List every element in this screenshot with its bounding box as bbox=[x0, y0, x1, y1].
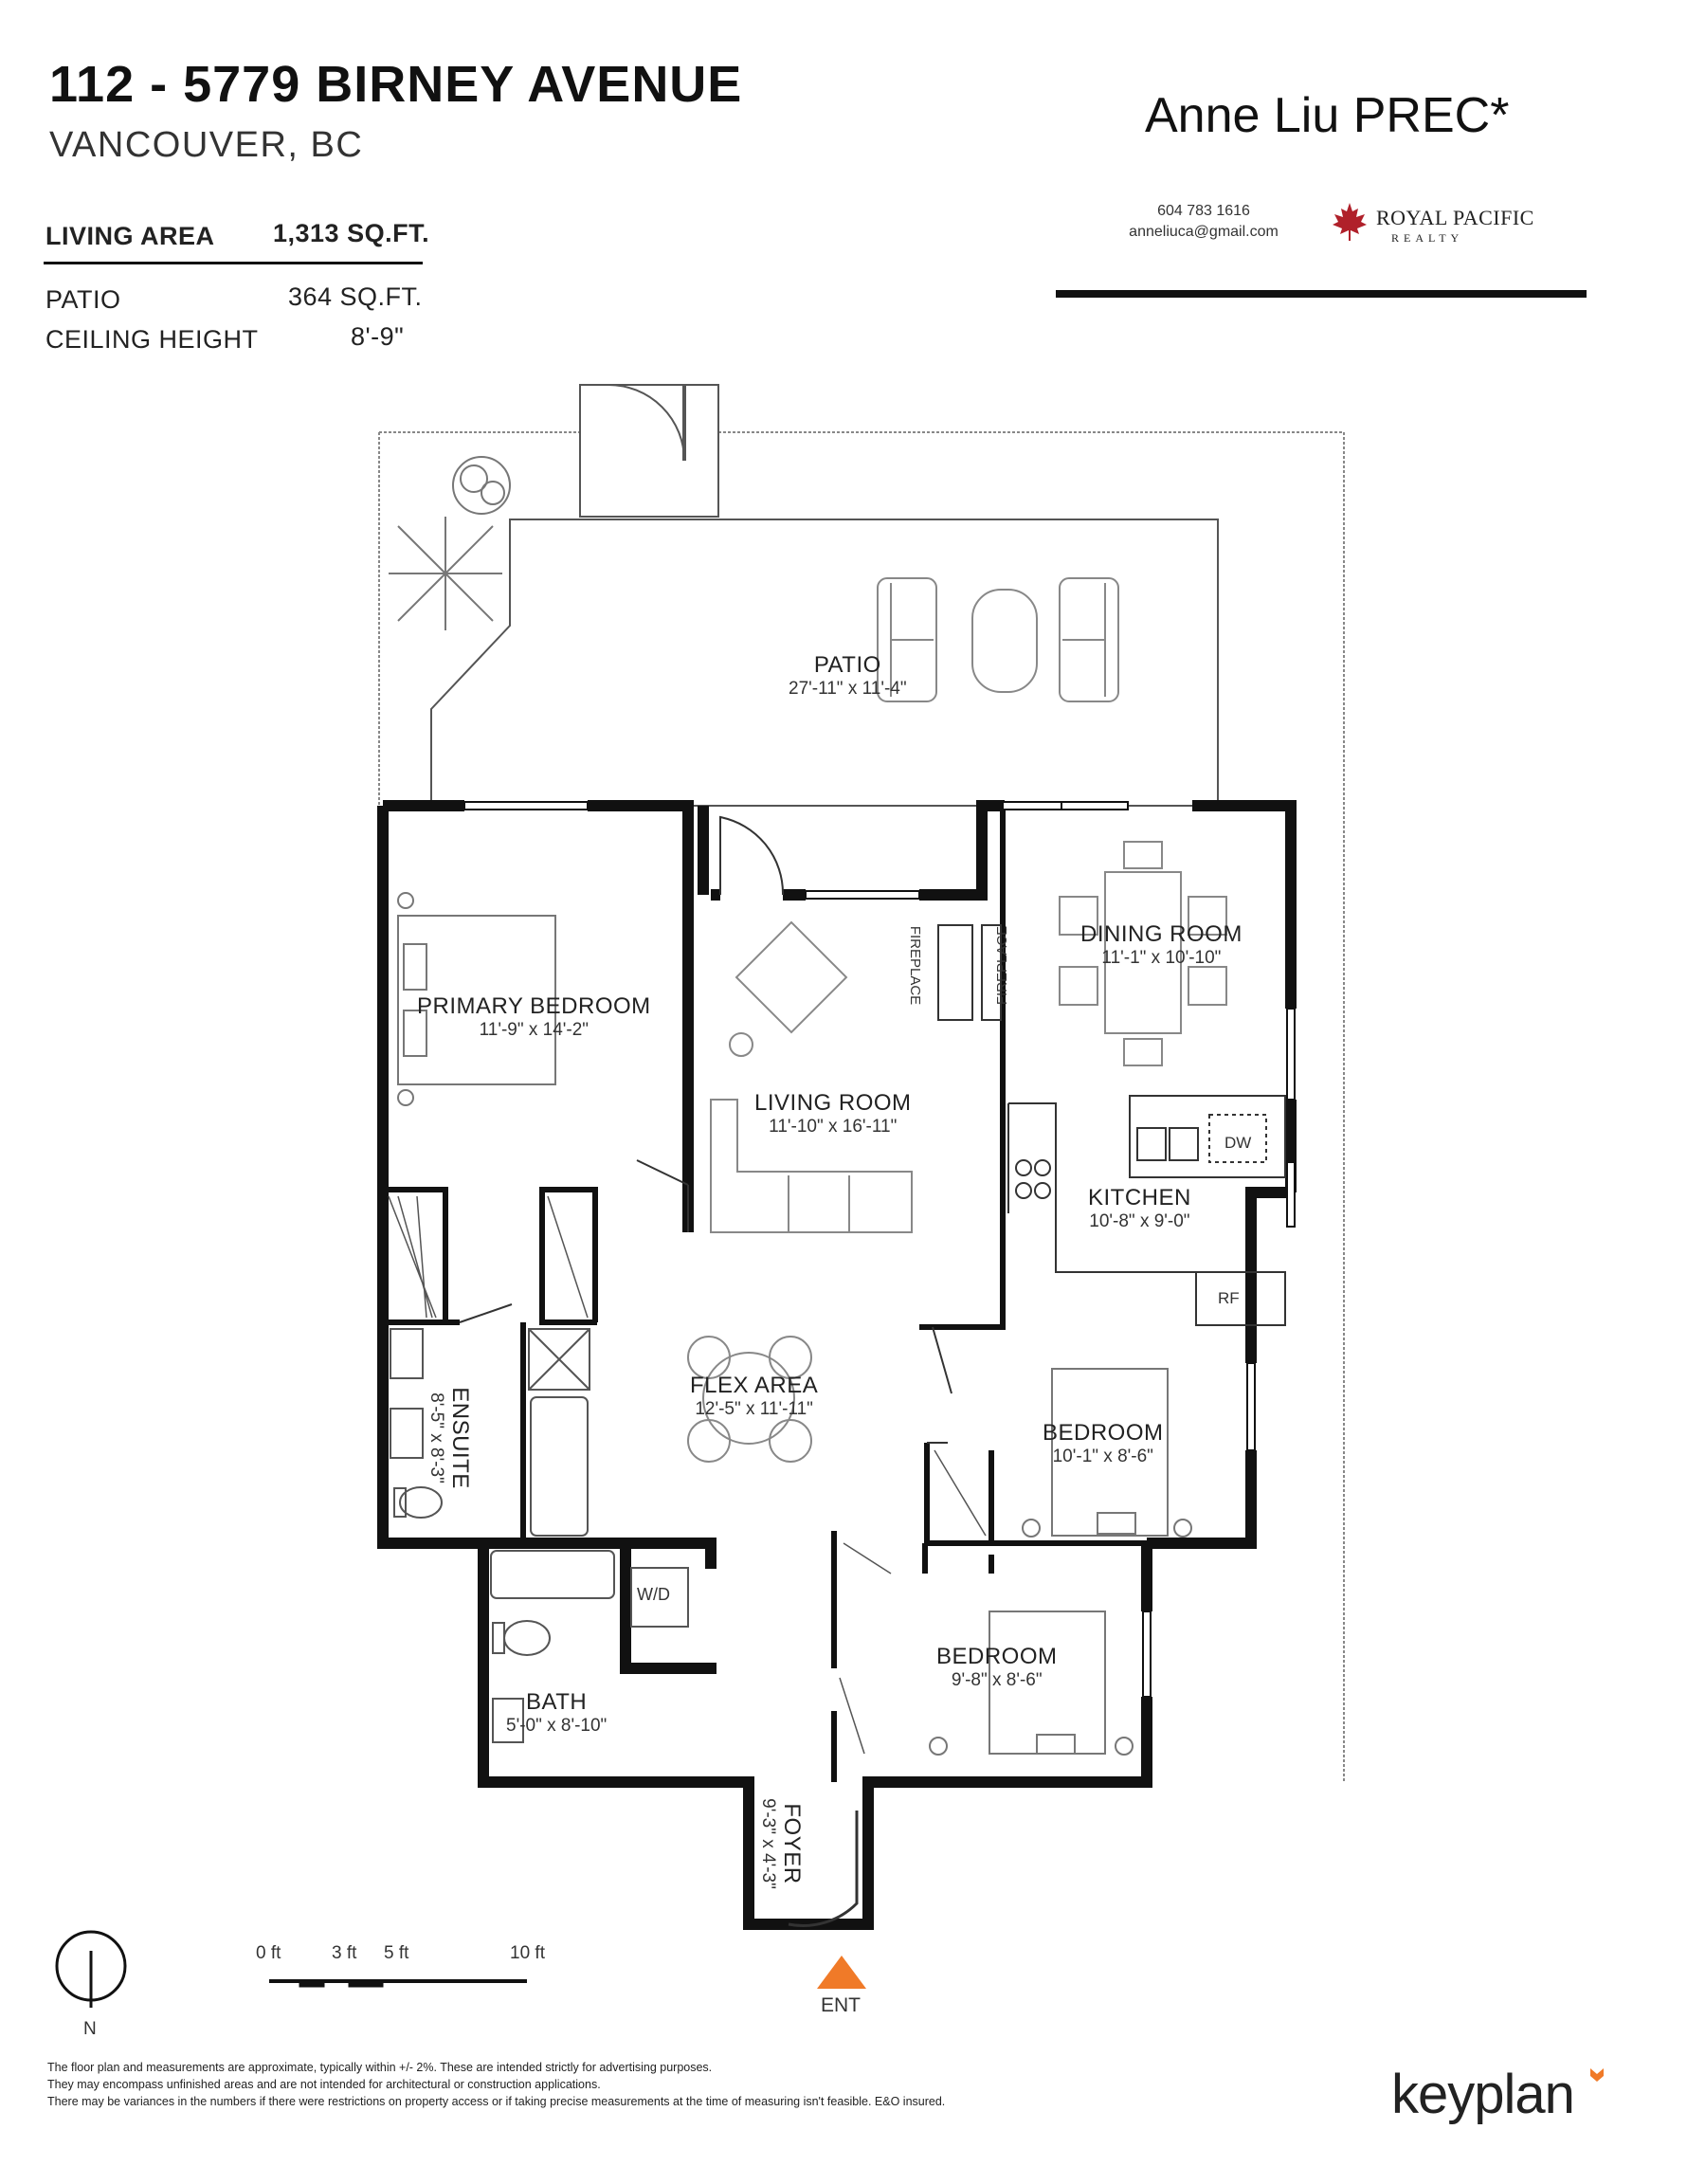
bath-fixtures bbox=[490, 1550, 689, 1743]
dining-table-icon bbox=[1059, 841, 1227, 1066]
entry-label: ENT bbox=[821, 1994, 861, 2016]
closets bbox=[388, 1195, 987, 1755]
disclaimer-line-1: The floor plan and measurements are appr… bbox=[47, 2061, 713, 2074]
flex-table-icon bbox=[687, 1336, 812, 1463]
yard-hedge bbox=[378, 431, 1345, 1782]
patio-furniture bbox=[877, 577, 1119, 702]
brokerage-name: ROYAL PACIFIC bbox=[1376, 206, 1534, 229]
fireplace-label-left: FIREPLACE bbox=[907, 925, 924, 1006]
fridge-label: RF bbox=[1218, 1289, 1240, 1307]
walls bbox=[377, 800, 1297, 1930]
bed-icon bbox=[397, 892, 556, 1106]
scale-5: 5 ft bbox=[384, 1943, 409, 1963]
garden-gate bbox=[579, 384, 719, 518]
scale-10: 10 ft bbox=[510, 1943, 545, 1963]
dishwasher-label: DW bbox=[1224, 1134, 1252, 1152]
header-rule bbox=[1056, 290, 1587, 298]
scale-0: 0 ft bbox=[256, 1943, 281, 1963]
ceiling-height-label: CEILING HEIGHT bbox=[45, 325, 259, 354]
fireplace-label-right: FIREPLACE bbox=[994, 925, 1011, 1006]
kitchen-counter bbox=[1007, 1095, 1286, 1326]
north-arrow-icon bbox=[55, 1930, 127, 2008]
scale-3: 3 ft bbox=[332, 1943, 357, 1963]
agent-phone: 604 783 1616 bbox=[1157, 203, 1250, 219]
agent-email[interactable]: anneliuca@gmail.com bbox=[1129, 224, 1279, 240]
maple-leaf-logo-icon bbox=[1331, 201, 1369, 243]
plant-icon bbox=[389, 517, 502, 630]
fireplace-icon bbox=[937, 924, 1002, 1021]
ensuite-fixtures bbox=[390, 1328, 590, 1537]
stats-divider bbox=[44, 262, 423, 264]
scale-bar bbox=[269, 1979, 527, 1988]
living-area-label: LIVING AREA bbox=[45, 222, 215, 250]
sofa-icon bbox=[710, 920, 913, 1233]
brokerage-sub: REALTY bbox=[1391, 231, 1464, 245]
ceiling-height-value: 8'-9" bbox=[351, 322, 405, 351]
keyplan-logo-icon bbox=[1590, 2068, 1604, 2082]
living-area-value: 1,313 SQ.FT. bbox=[273, 219, 430, 247]
windows bbox=[463, 801, 1296, 1698]
patio-area-value: 364 SQ.FT. bbox=[288, 282, 423, 311]
property-address: 112 - 5779 BIRNEY AVENUE bbox=[49, 56, 743, 113]
property-city: VANCOUVER, BC bbox=[49, 125, 364, 165]
disclaimer-line-2: They may encompass unfinished areas and … bbox=[47, 2078, 601, 2091]
entry-marker-icon bbox=[817, 1956, 866, 1989]
shrub-icon bbox=[452, 456, 511, 515]
patio-area-label: PATIO bbox=[45, 285, 121, 314]
agent-name: Anne Liu PREC* bbox=[1145, 88, 1510, 143]
doors bbox=[459, 815, 952, 1927]
north-label: N bbox=[83, 2019, 97, 2039]
bedroom-bed-icon bbox=[929, 1368, 1192, 1756]
disclaimer-line-3: There may be variances in the numbers if… bbox=[47, 2095, 946, 2108]
interior-walls bbox=[383, 806, 1147, 1782]
washer-dryer-label: W/D bbox=[637, 1585, 670, 1604]
keyplan-logo: keyplan bbox=[1391, 2064, 1575, 2125]
